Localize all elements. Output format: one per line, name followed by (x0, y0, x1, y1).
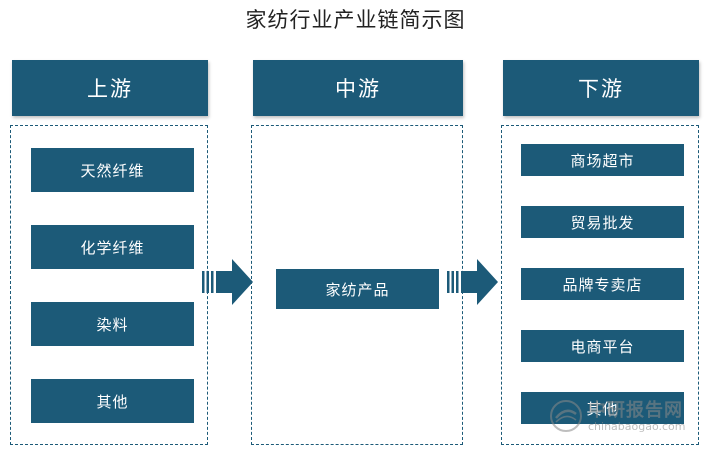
arrow-right-icon (447, 259, 498, 305)
watermark: 中研报告网 chinabaogao.com (548, 396, 708, 440)
diagram-title: 家纺行业产业链简示图 (245, 8, 466, 32)
upstream-item-other: 其他 (31, 379, 194, 423)
upstream-item-chemical-fiber: 化学纤维 (31, 225, 194, 269)
downstream-item-brand-store: 品牌专卖店 (521, 268, 684, 300)
arrow-right-icon (202, 259, 253, 305)
upstream-item-dye: 染料 (31, 302, 194, 346)
watermark-url: chinabaogao.com (588, 420, 686, 433)
downstream-item-ecommerce: 电商平台 (521, 330, 684, 362)
upstream-item-natural-fiber: 天然纤维 (31, 148, 194, 192)
downstream-item-other: 其他 (521, 392, 684, 424)
downstream-header: 下游 (503, 60, 699, 116)
downstream-item-mall: 商场超市 (521, 144, 684, 176)
midstream-header: 中游 (253, 60, 463, 116)
watermark-brand: 中研报告网 (588, 400, 683, 421)
downstream-item-wholesale: 贸易批发 (521, 206, 684, 238)
midstream-item-home-textile: 家纺产品 (276, 269, 439, 309)
upstream-header: 上游 (12, 60, 208, 116)
downstream-panel (501, 125, 699, 445)
watermark-logo-icon (550, 400, 582, 432)
